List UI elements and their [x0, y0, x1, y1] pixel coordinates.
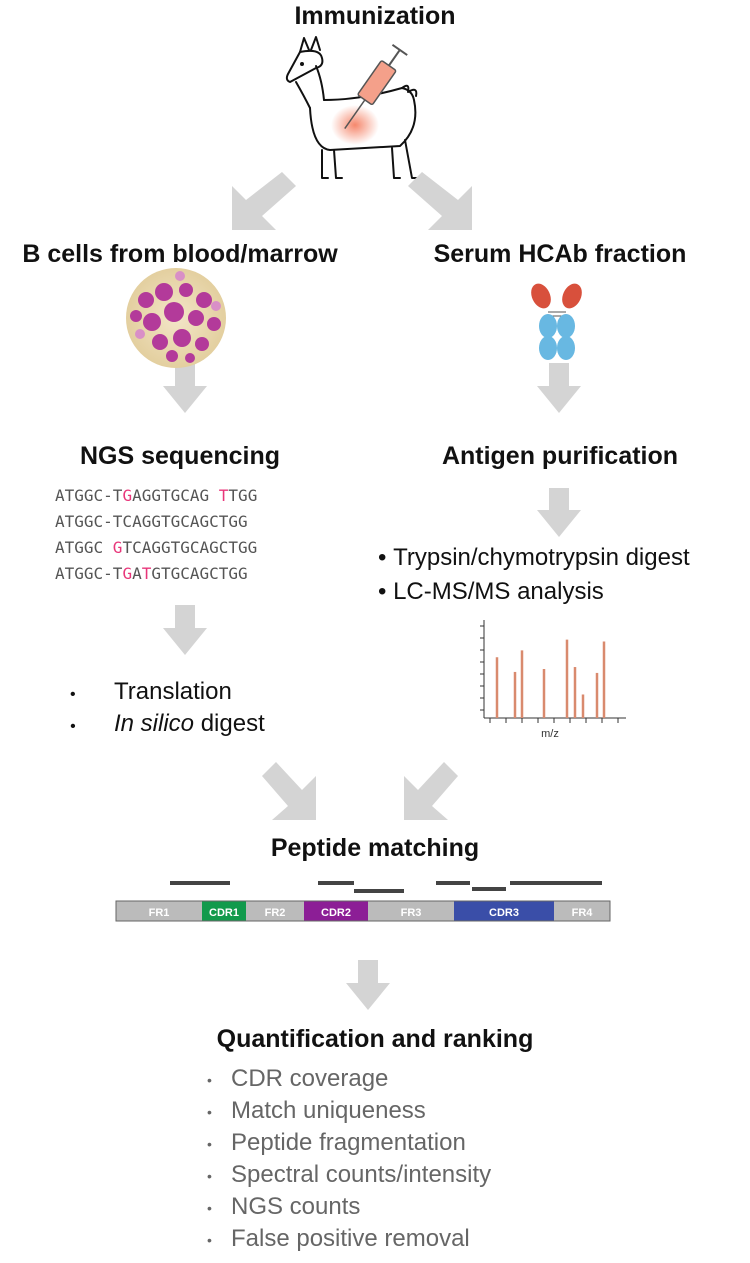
syringe-icon [344, 43, 408, 130]
domain-label: CDR1 [209, 907, 239, 919]
antibody-icon [531, 283, 582, 360]
sequence-segment: TCAGGTGCAGCTGG [122, 538, 258, 557]
sequence-segment: ATGGC-TCAGGTGCAGCTGG [55, 512, 248, 531]
left-branch-title: B cells from blood/marrow [22, 240, 338, 268]
mutation-base: G [112, 538, 123, 557]
spectrum-chart [480, 620, 626, 723]
domain-fr3 [368, 901, 454, 921]
quantification-item: •NGS counts [207, 1193, 361, 1220]
sequence-line: ATGGC GTCAGGTGCAGCTGG [55, 538, 257, 564]
right-bullet-1: • Trypsin/chymotrypsin digest [378, 544, 690, 571]
quantification-item: •CDR coverage [207, 1065, 389, 1092]
sequence-segment: TGG [228, 486, 258, 505]
domain-fr2 [246, 901, 304, 921]
quantification-item: •Spectral counts/intensity [207, 1161, 492, 1188]
left-bullet-2: •In silico digest [70, 710, 265, 737]
domain-cdr2 [304, 901, 368, 921]
domain-cdr1 [202, 901, 246, 921]
mutation-base: T [218, 486, 229, 505]
quantification-item: •Peptide fragmentation [207, 1129, 466, 1156]
sequence-line: ATGGC-TCAGGTGCAGCTGG [55, 512, 257, 538]
sequence-segment: ATGGC-T [55, 564, 123, 583]
sequence-segment: AGGTGCAG [132, 486, 219, 505]
left-step-title: NGS sequencing [79, 442, 281, 470]
quantification-item: •False positive removal [207, 1225, 470, 1252]
sequence-segment: ATGGC [55, 538, 113, 557]
right-step-title: Antigen purification [441, 442, 679, 470]
blood-cells-image [126, 268, 226, 368]
mutation-base: G [122, 486, 133, 505]
quantification-item: •Match uniqueness [207, 1097, 426, 1124]
flow-arrows [163, 172, 581, 1010]
domain-fr4 [554, 901, 610, 921]
domain-label: FR3 [401, 907, 422, 919]
llama-icon [285, 36, 419, 179]
right-bullet-2: • LC-MS/MS analysis [378, 578, 604, 605]
sequence-segment: ATGGC-T [55, 486, 123, 505]
sequence-segment: GTGCAGCTGG [151, 564, 248, 583]
domain-label: FR4 [572, 907, 594, 919]
quantification-title: Quantification and ranking [216, 1025, 534, 1053]
sequence-line: ATGGC-TGATGTGCAGCTGG [55, 564, 257, 590]
mutation-base: T [141, 564, 152, 583]
sequence-line: ATGGC-TGAGGTGCAG TTGG [55, 486, 257, 512]
peptide-bars [170, 881, 602, 893]
domain-fr1 [116, 901, 202, 921]
peptide-matching-title: Peptide matching [270, 834, 480, 862]
spectrum-xlabel: m/z [541, 728, 559, 740]
domain-bar-outline [115, 900, 611, 922]
title-immunization: Immunization [294, 2, 456, 30]
left-bullet-1: •Translation [70, 678, 232, 705]
mutation-base: G [122, 564, 133, 583]
domain-label: CDR3 [489, 907, 519, 919]
domain-label: FR1 [149, 907, 170, 919]
antibody-domain-bar: FR1 CDR1 FR2 CDR2 FR3 CDR3 FR4 [115, 900, 611, 922]
domain-cdr3 [454, 901, 554, 921]
sequence-segment: A [132, 564, 142, 583]
right-branch-title: Serum HCAb fraction [433, 240, 687, 268]
domain-label: FR2 [265, 907, 286, 919]
domain-label: CDR2 [321, 907, 351, 919]
quantification-list: •CDR coverage •Match uniqueness •Peptide f… [207, 1065, 491, 1257]
